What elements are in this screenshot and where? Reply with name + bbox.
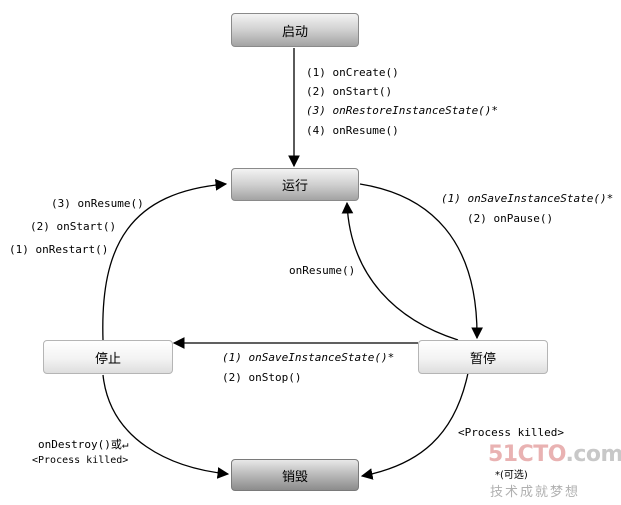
watermark-logo: 51CTO.com	[488, 442, 621, 467]
label-stop-2: (2) onStop()	[222, 371, 302, 384]
label-restart-3: (3) onResume()	[51, 197, 144, 210]
label-optional-note: *(可选)	[495, 470, 528, 481]
state-running: 运行	[231, 168, 359, 201]
arrow-stopped-to-destroyed	[102, 374, 230, 479]
state-destroyed: 销毁	[231, 459, 359, 491]
label-create-1: (1) onCreate()	[306, 66, 399, 79]
watermark-slogan: 技术成就梦想	[490, 485, 581, 500]
label-destroy-b: <Process killed>	[32, 455, 129, 466]
label-create-3: (3) onRestoreInstanceState()*	[306, 104, 499, 117]
state-stopped: 停止	[43, 340, 173, 374]
label-restart-1: (1) onRestart()	[9, 243, 109, 256]
watermark-brand-num: 51	[488, 442, 518, 467]
label-stop-1: (1) onSaveInstanceState()*	[222, 351, 395, 364]
label-pause-2: (2) onPause()	[467, 212, 554, 225]
label-killed-from-pause: <Process killed>	[458, 426, 564, 439]
state-start: 启动	[231, 13, 359, 47]
label-create-2: (2) onStart()	[306, 85, 393, 98]
arrow-stopped-to-running	[102, 179, 228, 341]
label-restart-2: (2) onStart()	[30, 220, 117, 233]
state-paused: 暂停	[418, 340, 548, 374]
label-create-4: (4) onResume()	[306, 124, 399, 137]
label-destroy-a: onDestroy()或↵	[38, 438, 129, 451]
watermark-brand-mid: CTO	[517, 442, 566, 467]
arrow-paused-to-destroyed	[360, 372, 469, 480]
arrow-paused-to-running	[341, 201, 459, 341]
watermark-brand-tld: .com	[565, 442, 621, 467]
label-resume-from-pause: onResume()	[289, 264, 356, 277]
label-pause-1: (1) onSaveInstanceState()*	[441, 192, 614, 205]
arrow-running-to-paused	[359, 183, 483, 340]
